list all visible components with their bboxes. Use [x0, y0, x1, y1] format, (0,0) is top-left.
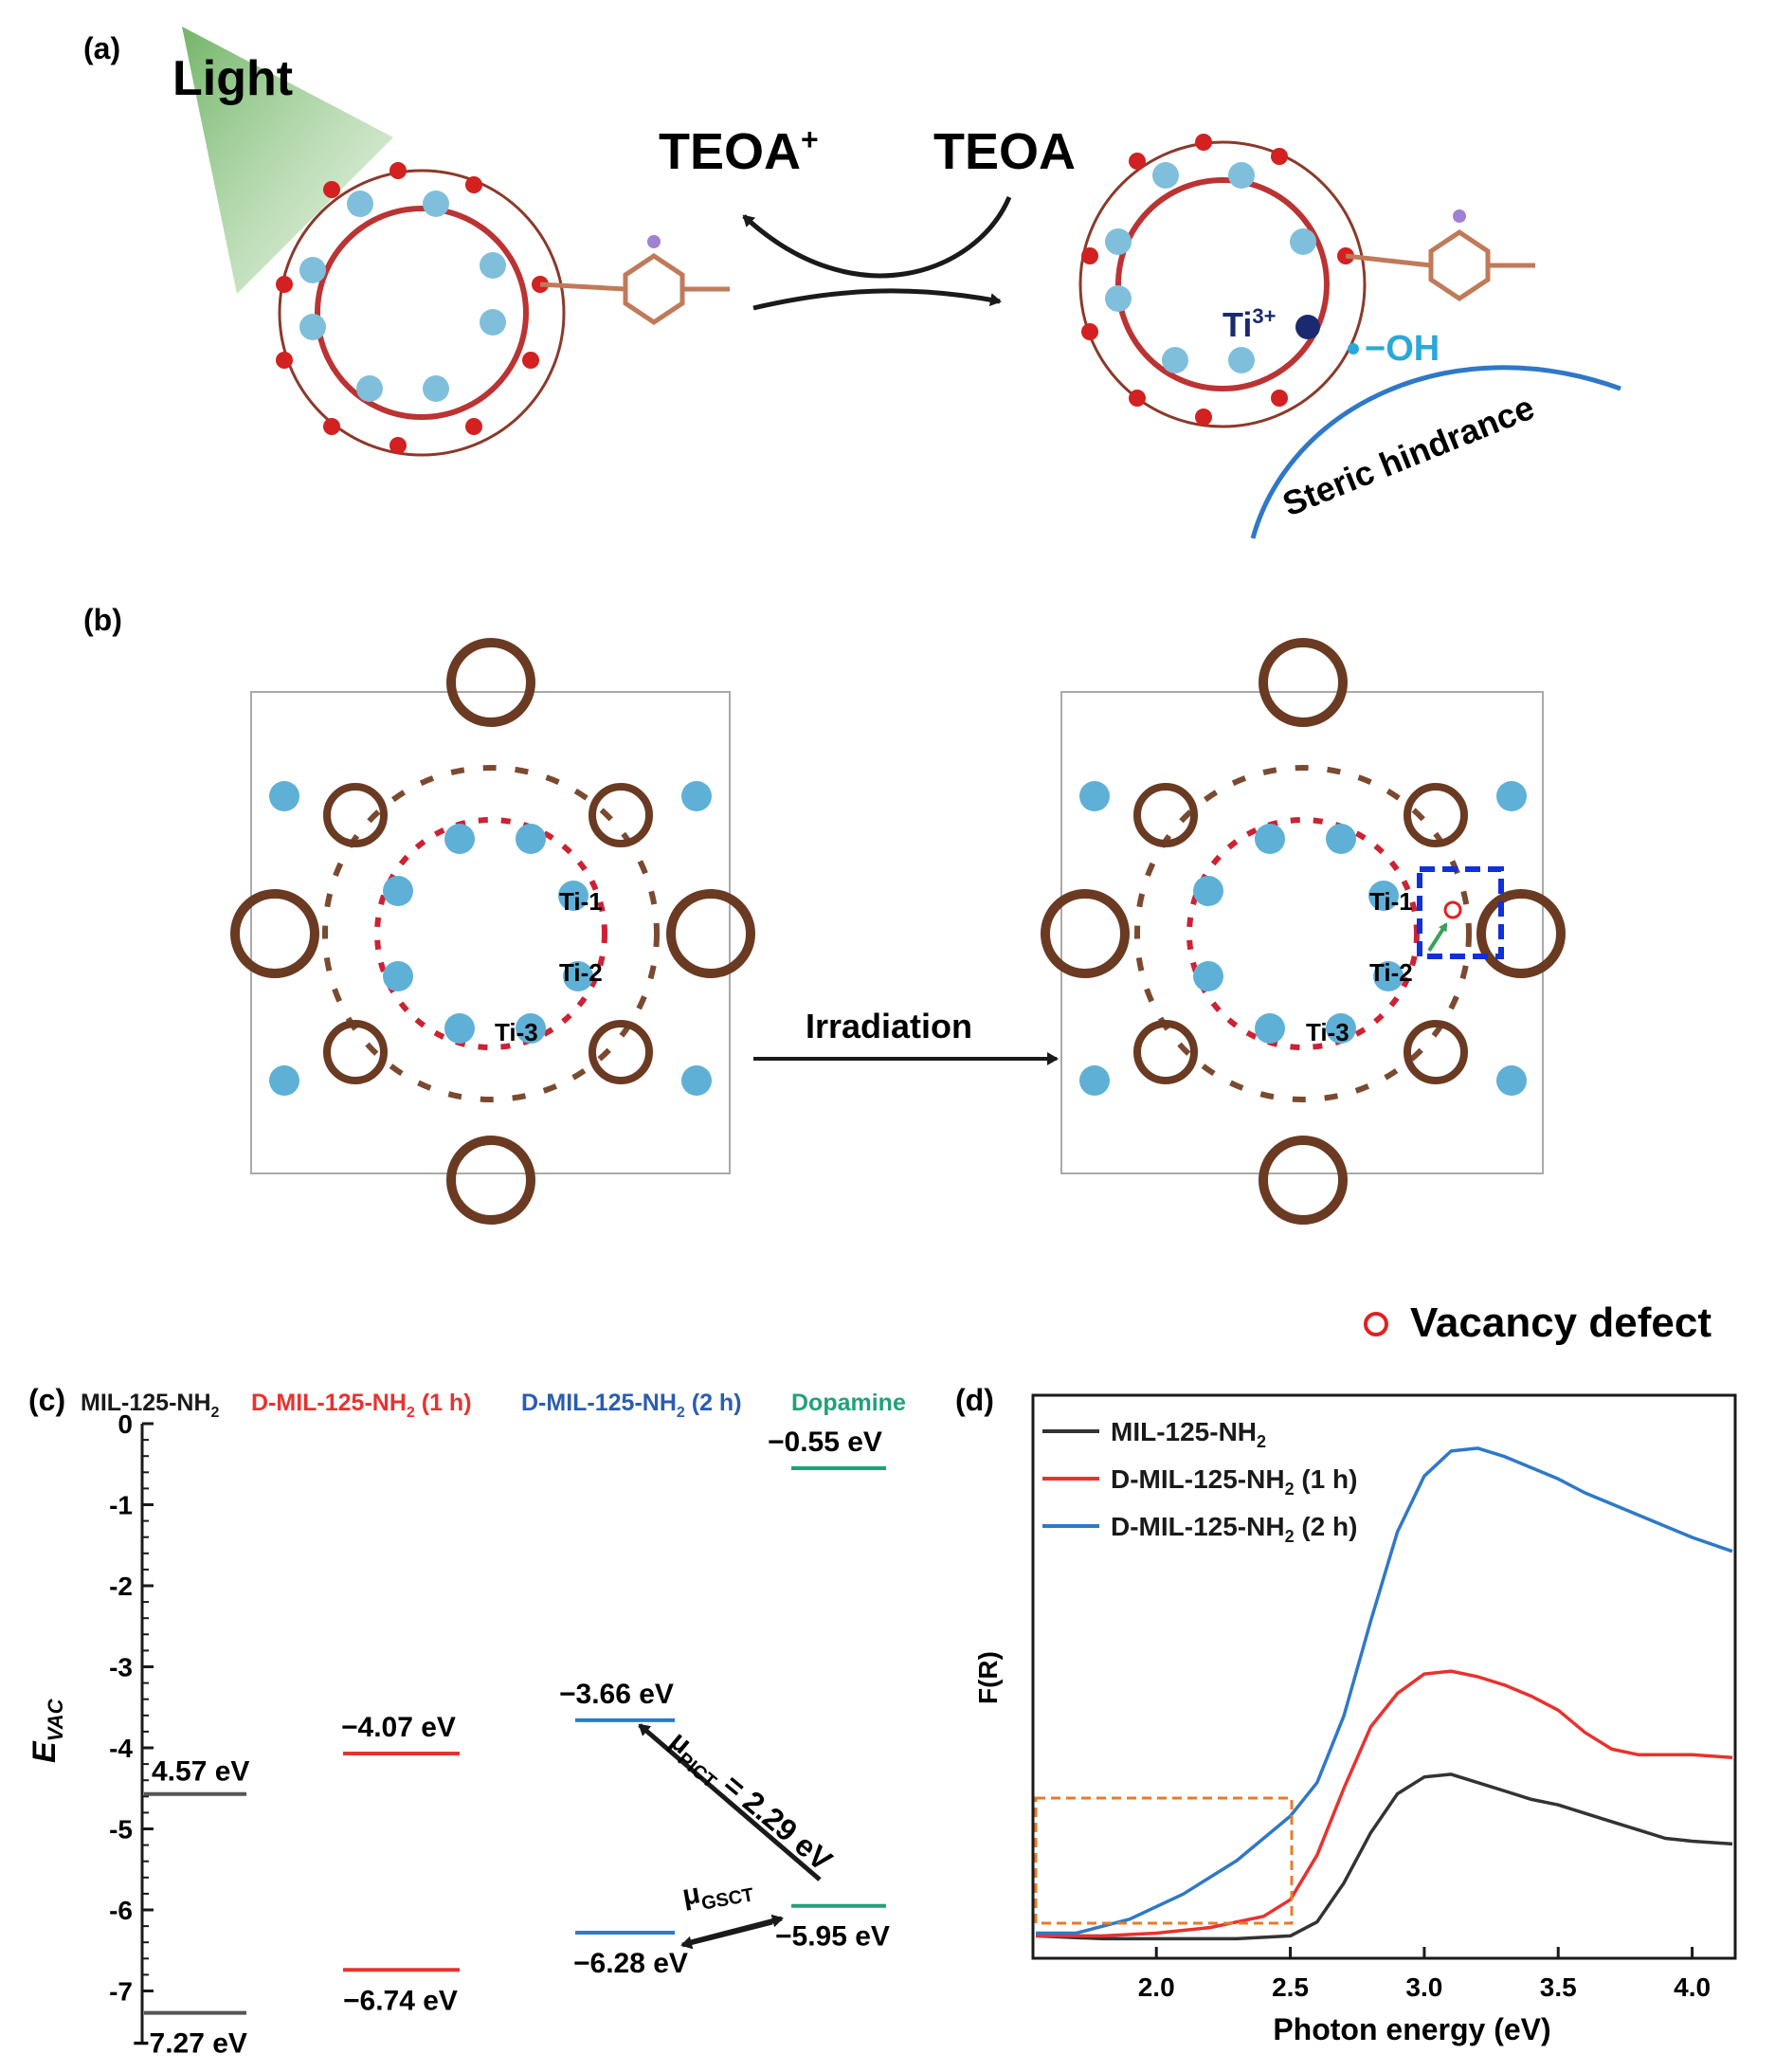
- legend-label-2: D-MIL-125-NH2 (2 h): [1111, 1512, 1357, 1546]
- energy-level-label: −3.66 eV: [559, 1679, 674, 1710]
- plot-x-ticks: 2.0 2.5 3.0 3.5 4.0: [1138, 1947, 1711, 2002]
- y-axis-label: F(R): [973, 1651, 1003, 1704]
- ti1-label-left: Ti-1: [559, 887, 603, 916]
- panel-c-energy-levels: 4.57 eV −7.27 eV −4.07 eV −6.74 eV −3.66 eV −…: [133, 1427, 890, 2060]
- panel-b-label: (b): [83, 603, 122, 637]
- legend-label-1: D-MIL-125-NH2 (1 h): [1111, 1464, 1357, 1499]
- x-tick-label: 2.5: [1272, 1972, 1309, 2002]
- panel-c-label: (c): [28, 1383, 65, 1417]
- panel-a: (a) Light: [83, 27, 1621, 539]
- x-tick-label: 3.5: [1540, 1972, 1577, 2002]
- mof-structure-right: [1041, 638, 1566, 1225]
- y-tick-label: -1: [109, 1491, 133, 1520]
- mof-cluster-right: [1078, 134, 1535, 428]
- ti3-site: [1295, 315, 1320, 339]
- panel-b: (b) Ti-1 Ti-2 Ti: [83, 603, 1712, 1346]
- y-tick-label: -6: [109, 1896, 133, 1925]
- legend-label-0: MIL-125-NH2: [1111, 1417, 1266, 1451]
- ti2-label-right: Ti-2: [1369, 958, 1413, 987]
- x-axis-label: Photon energy (eV): [1273, 2012, 1550, 2046]
- steric-hindrance-curve: [1250, 365, 1621, 539]
- energy-level-label: −5.95 eV: [775, 1921, 890, 1953]
- ti2-label-left: Ti-2: [559, 958, 603, 987]
- y-tick-label: -5: [109, 1815, 133, 1845]
- y-tick-label: -2: [109, 1572, 133, 1601]
- energy-level-label: 4.57 eV: [152, 1756, 249, 1788]
- energy-level-label: −0.55 eV: [768, 1427, 882, 1458]
- y-tick-label: -3: [109, 1653, 133, 1682]
- column-header-1: D-MIL-125-NH2 (1 h): [251, 1390, 472, 1421]
- pict-label: μPICT = 2.29 eV: [661, 1723, 840, 1882]
- vacancy-shift-arrow: [1427, 922, 1448, 953]
- energy-level-label: −4.07 eV: [341, 1712, 456, 1743]
- y-tick-label: -4: [109, 1734, 133, 1763]
- column-header-3: Dopamine: [791, 1390, 906, 1416]
- plot-frame: [1031, 1393, 1737, 1960]
- panel-d: (d) 2.0 2.5 3.0 3.5 4.0 Photon energy (eV) F…: [955, 1383, 1737, 2046]
- vacancy-legend-marker: [1364, 1312, 1388, 1336]
- plot-curves: [1035, 1446, 1733, 1941]
- steric-hindrance-label: Steric hindrance: [1277, 388, 1540, 524]
- vacancy-site: [1443, 900, 1462, 919]
- light-label: Light: [172, 51, 293, 106]
- oh-atom: [1348, 343, 1359, 354]
- panel-c-y-axis-label: EVAC: [27, 1698, 67, 1763]
- y-tick-label: -7: [109, 1977, 133, 2007]
- ti3-label-left: Ti-3: [495, 1018, 538, 1046]
- vacancy-legend-label: Vacancy defect: [1410, 1300, 1712, 1346]
- oh-label: −OH: [1365, 329, 1440, 369]
- panel-d-label: (d): [955, 1383, 994, 1417]
- energy-level-label: −7.27 eV: [133, 2028, 247, 2060]
- column-header-0: MIL-125-NH2: [81, 1390, 220, 1421]
- irradiation-label: Irradiation: [806, 1007, 972, 1045]
- x-tick-label: 3.0: [1405, 1972, 1442, 2002]
- pict-arrow: [638, 1723, 822, 1881]
- panel-c-headers: MIL-125-NH2 D-MIL-125-NH2 (1 h) D-MIL-125-…: [81, 1390, 906, 1421]
- zoom-region-box: [1034, 1796, 1294, 1925]
- mof-structure-left: [230, 638, 755, 1225]
- series-line-1: [1036, 1669, 1733, 1938]
- vacancy-highlight-box: [1417, 866, 1504, 959]
- teoa-label: TEOA: [933, 123, 1076, 180]
- ti3-label-right: Ti-3: [1306, 1018, 1349, 1046]
- series-line-2: [1036, 1446, 1733, 1936]
- reduction-arrow: [752, 288, 1002, 311]
- energy-level-label: −6.28 eV: [573, 1948, 688, 1979]
- y-tick-label: 0: [118, 1409, 133, 1439]
- ti3-label: Ti3+: [1223, 304, 1276, 344]
- light-beam: [182, 27, 393, 294]
- energy-level-label: −6.74 eV: [343, 1985, 458, 2016]
- column-header-2: D-MIL-125-NH2 (2 h): [521, 1390, 742, 1421]
- mof-cluster-left: [276, 162, 730, 457]
- panel-c: (c) MIL-125-NH2 D-MIL-125-NH2 (1 h) D-MIL-…: [27, 1383, 906, 2060]
- teoa-oxidation-arrow: [742, 196, 1012, 279]
- x-tick-label: 2.0: [1138, 1972, 1175, 2002]
- series-line-0: [1035, 1772, 1733, 1941]
- gsct-arrow-back: [686, 1914, 784, 1946]
- teoa-plus-label: TEOA+: [659, 122, 819, 180]
- panel-c-y-ticks: 0 -1 -2 -3 -4 -5 -6 -7: [109, 1409, 154, 2007]
- ti1-label-right: Ti-1: [1369, 887, 1413, 916]
- x-tick-label: 4.0: [1674, 1972, 1711, 2002]
- panel-a-label: (a): [83, 31, 120, 65]
- gsct-label: μGSCT: [679, 1869, 755, 1918]
